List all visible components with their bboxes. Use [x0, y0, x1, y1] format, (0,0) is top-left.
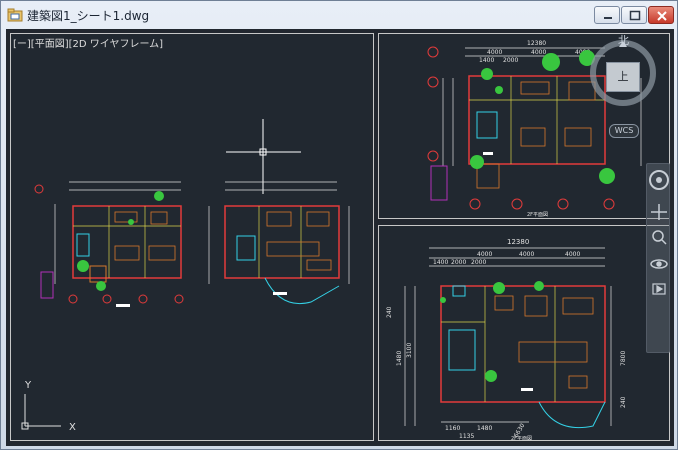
bay-dim-2: 4000 [531, 49, 546, 56]
navigation-bar[interactable] [646, 163, 670, 353]
app-icon [7, 8, 23, 22]
minimize-button[interactable] [594, 6, 620, 24]
viewport-left[interactable]: [ー][平面図][2D ワイヤフレーム] [10, 33, 374, 441]
bay-dim-1: 4000 [487, 49, 502, 56]
navigation-bar-tools [649, 170, 669, 295]
orbit-icon[interactable] [650, 259, 668, 269]
overall-width-dim: 12380 [527, 40, 546, 47]
overall-width-dim-bottom: 12380 [507, 238, 529, 246]
viewport-control-label[interactable]: [ー][平面図][2D ワイヤフレーム] [13, 39, 164, 50]
maximize-button[interactable] [621, 6, 647, 24]
side-dim-6: 240 [620, 396, 627, 408]
compass-north-label[interactable]: 北 [618, 34, 629, 47]
bottom-dim-3: 1135 [459, 433, 474, 440]
crosshair-cursor [226, 119, 301, 194]
bottom-right-drawing: 12380 4000 4000 4000 1400 2000 2000 240 … [386, 238, 627, 441]
sub-dim-bottom-3: 2000 [471, 259, 486, 266]
bay-dim-bottom-2: 4000 [519, 251, 534, 258]
top-right-drawing: 12380 4000 4000 4000 1400 2000 [427, 40, 642, 218]
sub-dim-bottom-1: 1400 [433, 259, 448, 266]
bay-dim-bottom-1: 4000 [477, 251, 492, 258]
viewcube[interactable] [581, 35, 671, 145]
close-button[interactable] [648, 6, 674, 24]
side-dim-1: 240 [386, 306, 393, 318]
ucs-icon [21, 394, 61, 430]
left-viewport-drawing: Y X [21, 119, 350, 433]
bay-dim-bottom-3: 4000 [565, 251, 580, 258]
compass-icon [590, 40, 656, 106]
side-dim-2: 1480 [396, 351, 403, 366]
plan-caption-top: 2F平面図 [527, 212, 548, 218]
viewcube-top-face[interactable]: 上 [606, 62, 640, 92]
window-title: 建築図1_シート1.dwg [27, 9, 150, 23]
zoom-icon[interactable] [652, 230, 667, 245]
steering-wheel-icon[interactable] [649, 170, 669, 190]
title-bar[interactable]: 建築図1_シート1.dwg [1, 1, 677, 29]
close-icon [657, 11, 667, 21]
maximize-icon [629, 10, 641, 21]
minimize-icon [604, 17, 612, 19]
sub-dim-2: 2000 [503, 57, 518, 64]
pan-icon[interactable] [651, 204, 667, 220]
ucs-x-label: X [69, 422, 76, 433]
bottom-dim-1: 1160 [445, 425, 460, 432]
wcs-menu-button[interactable]: WCS [609, 124, 639, 138]
sub-dim-1: 1400 [479, 57, 494, 64]
plan-caption-bottom: 2F平面図 [511, 436, 532, 441]
side-dim-3: 3100 [406, 343, 413, 358]
side-dim-5: 7800 [620, 351, 627, 366]
floor-plan-2 [208, 181, 350, 304]
sub-dim-bottom-2: 2000 [451, 259, 466, 266]
showmotion-icon[interactable] [652, 283, 666, 295]
floor-plan-1 [34, 181, 184, 307]
viewport-bottom-right[interactable]: 12380 4000 4000 4000 1400 2000 2000 240 … [378, 225, 670, 441]
drawing-area[interactable]: [ー][平面図][2D ワイヤフレーム] [6, 29, 674, 446]
bottom-dim-2: 1480 [477, 425, 492, 432]
ucs-y-label: Y [24, 380, 32, 391]
